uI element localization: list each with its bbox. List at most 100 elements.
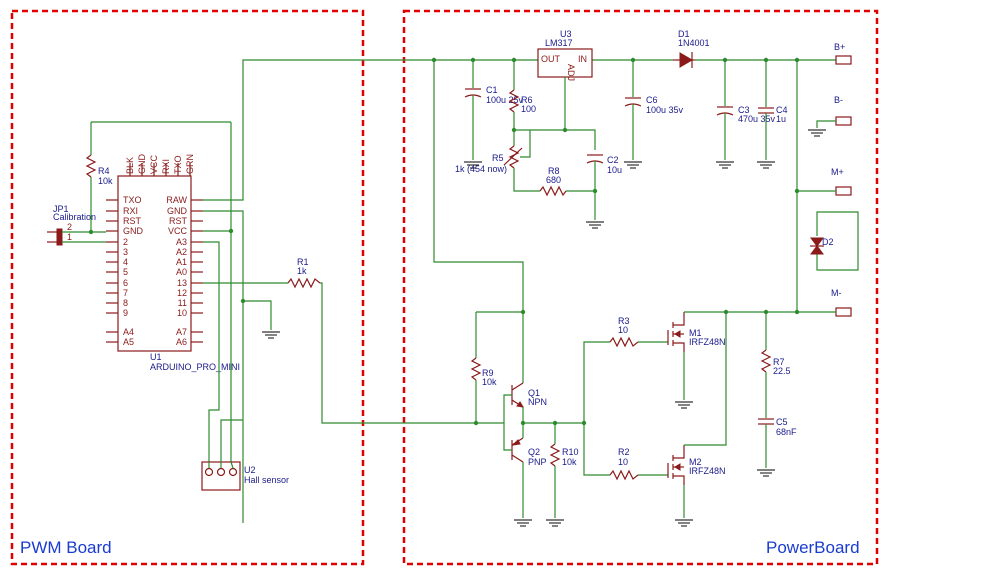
driver-feed: R9 10k [433,60,526,426]
u1-left-pin: RXI [123,206,138,216]
u1-top-pin: RXI [161,159,171,174]
r6-ref: R6 [521,95,533,105]
q2-value: PNP [528,457,547,467]
u1-right-pin: 11 [178,298,187,308]
u1-top-pins: BLK GND VCC RXI TXO GRN [125,154,195,176]
c4-value: 1u [776,114,786,124]
u1-right-pins: RAW GND RST VCC A3 A2 A1 A0 13 12 11 10 … [166,195,203,347]
u2-value: Hall sensor [244,475,289,485]
jp1-pin2: 2 [67,222,72,232]
arduino-pro-mini: BLK GND VCC RXI TXO GRN TXO RXI RST GND … [106,154,240,372]
jp1-value: Calibration [53,212,96,222]
c3-value: 470u 35v [738,114,776,124]
terminal-mminus: M- [831,288,842,298]
c3-capacitor: C3 470u 35v [715,60,776,169]
u1-left-pin: 5 [123,267,128,277]
u1-left-pin: GND [123,226,144,236]
terminal-bplus: B+ [834,42,845,52]
snubber: R7 22.5 C5 68nF [756,312,797,477]
d1-diode: D1 1N4001 [673,29,710,68]
u3-value: LM317 [545,38,573,48]
terminals: B+ B- M+ M- [807,42,852,317]
jp1-ref: JP1 [53,204,69,214]
d2-flyback: D2 [723,60,859,315]
m2-mosfet: M2 IRFZ48N [667,312,727,527]
pwm-board-outline [10,9,365,566]
terminal-bminus: B- [834,95,843,105]
r8-ref: R8 [548,166,560,176]
u1-left-pin: 3 [123,247,128,257]
d1-ref: D1 [678,29,690,39]
r6-value: 100 [521,104,536,114]
c5-ref: C5 [776,417,788,427]
r7-ref: R7 [773,357,785,367]
u3-adj: ADJ [566,64,576,81]
u1-name: ARDUINO_PRO_MINI [150,362,240,372]
m1-value: IRFZ48N [689,337,726,347]
u1-left-pin: TXO [123,195,142,205]
q2-pnp: Q2 PNP [511,437,547,467]
adj-network: R6 100 R5 1k (454 now) R8 680 C2 10u [455,60,622,229]
r7-value: 22.5 [773,366,791,376]
u1-right-pin: A3 [176,237,187,247]
r2-resistor: R2 10 [609,447,668,481]
u1-top-pin: GRN [185,154,195,174]
u1-left-pin: 4 [123,257,128,267]
u1-right-pin: A7 [176,327,187,337]
m2-ref: M2 [689,457,702,467]
r1-resistor: R1 1k [287,257,321,289]
power-board-outline [402,9,879,566]
u1-right-pin: 12 [177,288,187,298]
d1-value: 1N4001 [678,38,710,48]
r10-value: 10k [562,457,577,467]
c4-capacitor: C4 1u [756,60,788,169]
u3-out: OUT [541,54,561,64]
u2-ref: U2 [244,465,256,475]
u1-left-pin: A4 [123,327,134,337]
r8-value: 680 [546,175,561,185]
u1-right-pin: RST [169,216,188,226]
u1-left-pin: RST [123,216,142,226]
q1-value: NPN [528,397,547,407]
u1-top-pin: TXO [173,155,183,174]
hall-sensor: U2 Hall sensor [201,419,289,491]
c2-ref: C2 [607,155,619,165]
u1-left-pin: 8 [123,298,128,308]
c5-value: 68nF [776,427,797,437]
c6-ref: C6 [646,95,658,105]
u1-left-pin: 6 [123,278,128,288]
power-rail [431,57,836,63]
r4-ref: R4 [98,166,110,176]
r2-ref: R2 [618,447,630,457]
r3-resistor: R3 10 [609,316,668,348]
m2-value: IRFZ48N [689,466,726,476]
c6-capacitor: C6 100u 35v [623,60,684,169]
u1-left-pin: 2 [123,237,128,247]
r5-value: 1k (454 now) [455,164,507,174]
c6-value: 100u 35v [646,105,684,115]
u1-right-pin: A1 [176,257,187,267]
m1-ref: M1 [689,328,702,338]
u1-right-pin: VCC [168,226,188,236]
u1-right-pin: A6 [176,337,187,347]
driver-wiring: R10 10k [476,341,610,527]
c2-value: 10u [607,165,622,175]
lm317-regulator: OUT IN ADJ U3 LM317 [537,29,593,130]
u1-right-pin: A0 [176,267,187,277]
m1-mosfet: M1 IRFZ48N [667,311,726,409]
r10-ref: R10 [562,447,579,457]
u1-left-pin: 7 [123,288,128,298]
u1-left-pin: A5 [123,337,134,347]
r1-ref: R1 [297,257,309,267]
r4-resistor: R4 10k [85,121,231,235]
c4-ref: C4 [776,105,788,115]
r5-ref: R5 [492,153,504,163]
q1-npn: Q1 NPN [511,382,547,408]
r4-value: 10k [98,176,113,186]
r9-value: 10k [482,377,497,387]
u3-in: IN [578,54,587,64]
u3-ref: U3 [560,29,572,39]
d2-ref: D2 [822,237,834,247]
r9-ref: R9 [482,368,494,378]
